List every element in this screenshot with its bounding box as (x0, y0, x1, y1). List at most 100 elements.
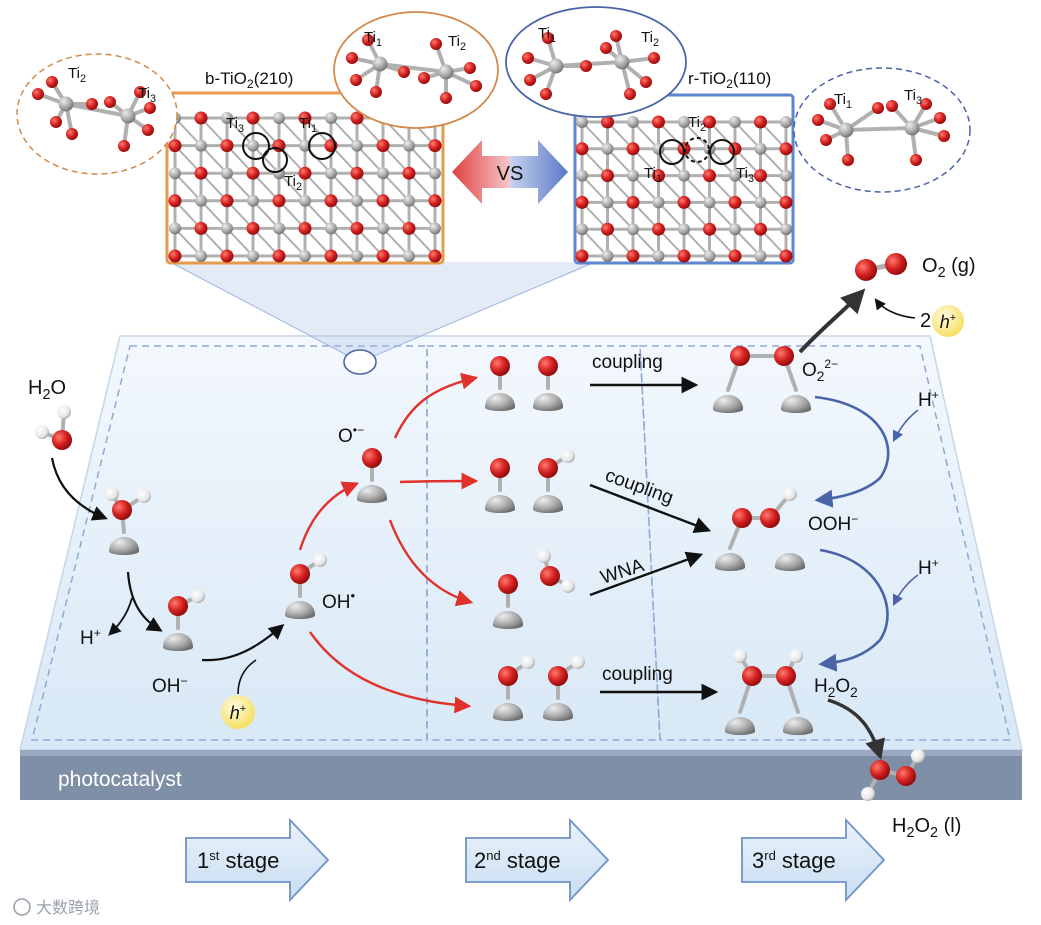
hole-badge-2: 2 h+ (920, 305, 964, 337)
oxygen-atom (779, 249, 793, 263)
oxygen-atom (362, 34, 374, 46)
oxygen-atom (428, 194, 442, 208)
oxygen-atom (350, 111, 364, 125)
titanium-atom (169, 222, 181, 235)
oxygen-atom (677, 195, 691, 209)
oxygen-atom (886, 100, 898, 112)
titanium-atom (780, 116, 792, 128)
titanium-atom (325, 112, 337, 124)
oxygen-atom (118, 140, 130, 152)
oxygen-atom (376, 249, 390, 263)
oxygen-atom (820, 134, 832, 146)
oxygen-atom (538, 458, 558, 478)
titanium-atom (169, 167, 181, 180)
titanium-atom (372, 56, 388, 72)
titanium-atom (576, 116, 588, 128)
b-tio2-cluster-ti1-ti2: Ti1 Ti2 (333, 11, 499, 129)
oxygen-atom (194, 166, 208, 180)
titanium-atom (438, 64, 454, 80)
titanium-atom (703, 250, 716, 262)
oxygen-atom (538, 356, 558, 376)
oxygen-atom (601, 222, 614, 236)
hydrogen-atom (521, 655, 535, 669)
titanium-atom (195, 194, 207, 207)
reaction-arrows (50, 288, 919, 760)
zoom-cone (169, 261, 596, 375)
oxygen-atom (168, 596, 188, 616)
oxygen-atom (194, 111, 208, 125)
titanium-atom (678, 169, 690, 182)
oxygen-atom (600, 42, 612, 54)
titanium-atom (195, 139, 207, 152)
hydrogen-atom (537, 549, 551, 563)
oxygen-atom (774, 346, 794, 366)
titanium-atom (780, 169, 792, 182)
titanium-atom (601, 196, 614, 209)
ti-surface-site (532, 393, 564, 411)
ti-surface-site (356, 485, 388, 503)
oxygen-atom (362, 448, 382, 468)
oxygen-atom (272, 194, 286, 208)
hydrogen-atom (105, 487, 119, 501)
titanium-atom (325, 167, 337, 180)
oh-minus-label: OH− (152, 674, 188, 697)
oxygen-atom (246, 166, 260, 180)
vs-label: VS (497, 163, 524, 185)
coupling-label-3: coupling (602, 664, 673, 685)
oxygen-atom (522, 52, 534, 64)
oxygen-atom (272, 139, 286, 153)
oxygen-atom (920, 98, 932, 110)
ti-surface-site (284, 601, 316, 619)
ti-surface-site (492, 703, 524, 721)
oxygen-atom (677, 249, 691, 263)
oxygen-atom (144, 102, 156, 114)
hydrogen-atom (137, 489, 151, 503)
oxygen-atom (350, 74, 362, 86)
ti-surface-site (714, 553, 746, 571)
hydrogen-atom (783, 487, 797, 501)
ti-surface-site (774, 553, 806, 571)
oxygen-atom (112, 500, 132, 520)
oxygen-atom (776, 666, 796, 686)
hydrogen-atom (789, 649, 803, 663)
titanium-atom (576, 169, 588, 182)
oxygen-atom (376, 194, 390, 208)
oxygen-atom (580, 60, 592, 72)
oxygen-atom (754, 222, 767, 236)
oxygen-atom (575, 142, 589, 156)
oxygen-atom (652, 115, 665, 129)
titanium-atom (754, 142, 767, 155)
oxygen-atom (760, 508, 780, 528)
titanium-atom (429, 167, 441, 180)
oxygen-atom (885, 253, 907, 275)
ti-surface-site (724, 717, 756, 735)
oxygen-atom (652, 222, 665, 236)
oxygen-atom (575, 249, 589, 263)
oxygen-atom (324, 249, 338, 263)
photocatalyst-platform: photocatalyst (19, 335, 1023, 800)
ti-surface-site (532, 495, 564, 513)
titanium-atom (351, 139, 363, 152)
titanium-atom (351, 194, 363, 207)
oxygen-atom (703, 169, 716, 183)
oxygen-atom (498, 574, 518, 594)
titanium-atom (403, 250, 415, 262)
hydrogen-atom (561, 579, 575, 593)
oxygen-atom (168, 139, 182, 153)
oxygen-atom (824, 98, 836, 110)
titanium-atom (120, 108, 136, 124)
oxygen-atom (290, 564, 310, 584)
oxygen-atom (742, 666, 762, 686)
oxygen-atom (703, 115, 716, 129)
titanium-atom (429, 222, 441, 235)
oxygen-atom (524, 74, 536, 86)
titanium-atom (325, 222, 337, 235)
titanium-atom (729, 116, 741, 128)
oxygen-atom (842, 154, 854, 166)
oxygen-atom (640, 76, 652, 88)
stage-3-arrow: 3rd stage (741, 817, 886, 903)
oxygen-atom (652, 169, 665, 183)
r-tio2-title: r-TiO2(110) (688, 69, 771, 91)
titanium-atom (221, 222, 233, 235)
titanium-atom (247, 139, 259, 152)
